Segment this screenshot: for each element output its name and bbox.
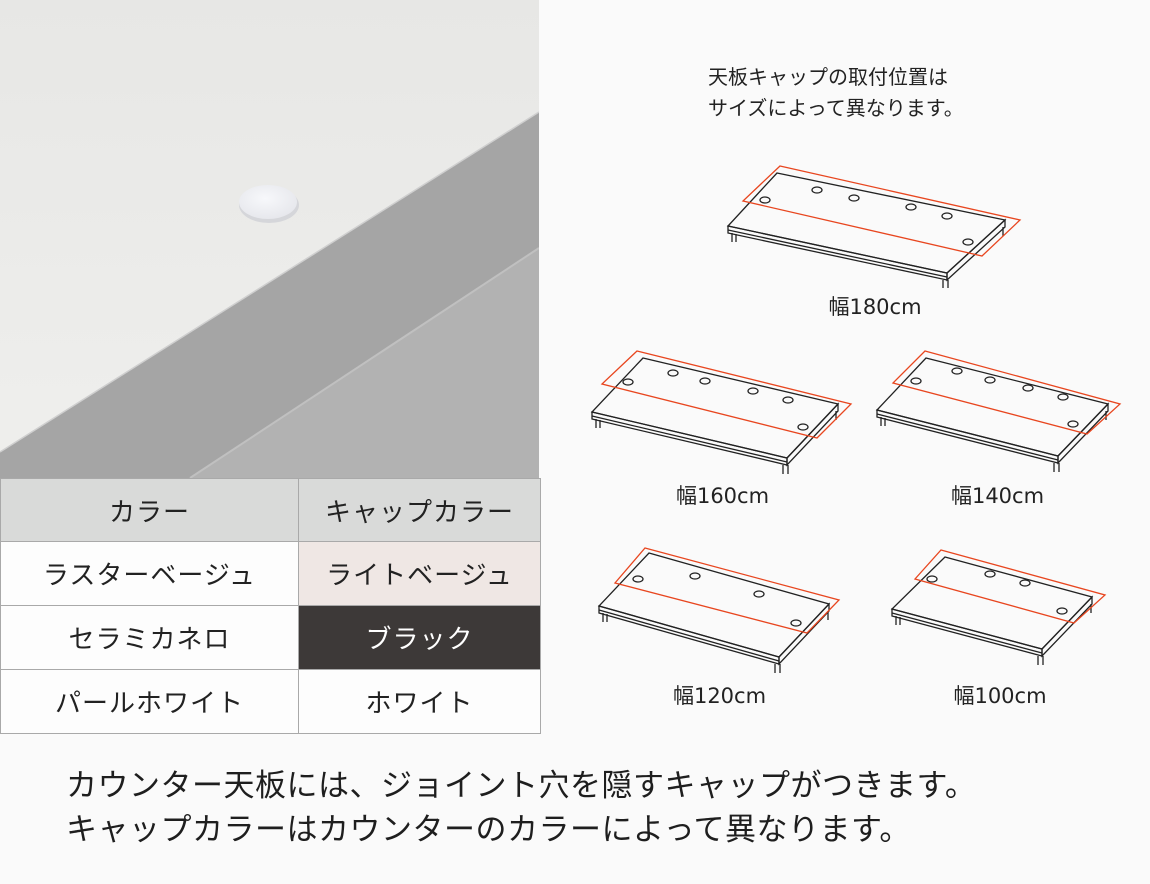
diagram-120cm: 幅120cm [592,543,847,708]
diagram-label: 幅180cm [828,295,922,319]
cap-icon [239,185,297,219]
diagram-180cm: 幅180cm [720,158,1030,323]
header-cap-color: キャップカラー [298,478,541,542]
table-header-row: カラー キャップカラー [0,478,541,542]
note-line-2: サイズによって異なります。 [708,96,964,120]
cell-cap-color: ホワイト [298,669,541,734]
table-row: パールホワイト ホワイト [0,669,541,734]
main-caption: カウンター天板には、ジョイント穴を隠すキャップがつきます。 キャップカラーはカウ… [66,764,976,852]
note-line-1: 天板キャップの取付位置は [708,65,948,89]
cap-row-highlight [891,350,1122,435]
table-row: ラスターベージュ ライトベージュ [0,541,541,606]
diagram-160cm: 幅160cm [585,348,860,508]
diagram-140cm: 幅140cm [870,348,1125,508]
caption-line-2: キャップカラーはカウンターのカラーによって異なります。 [66,812,911,848]
cap-row-highlight [600,350,853,439]
table-row: セラミカネロ ブラック [0,605,541,670]
cap-row-highlight [913,549,1107,624]
diagram-100cm: 幅100cm [885,543,1115,708]
cell-color: ラスターベージュ [0,541,299,606]
diagram-label: 幅160cm [675,484,770,508]
diagram-label: 幅120cm [672,684,767,708]
cell-cap-color: ブラック [298,605,541,670]
cap-color-table: カラー キャップカラー ラスターベージュ ライトベージュ セラミカネロ ブラック… [0,478,541,734]
diagram-label: 幅140cm [950,484,1045,508]
cell-color: パールホワイト [0,669,299,734]
cell-cap-color: ライトベージュ [298,541,541,606]
cap-closeup-photo [0,0,539,478]
header-color: カラー [0,478,299,542]
diagram-label: 幅100cm [953,684,1047,708]
cap-row-highlight [613,547,841,634]
position-note: 天板キャップの取付位置は サイズによって異なります。 [708,62,964,124]
cell-color: セラミカネロ [0,605,299,670]
caption-line-1: カウンター天板には、ジョイント穴を隠すキャップがつきます。 [66,768,977,804]
cap-row-highlight [741,165,1022,257]
